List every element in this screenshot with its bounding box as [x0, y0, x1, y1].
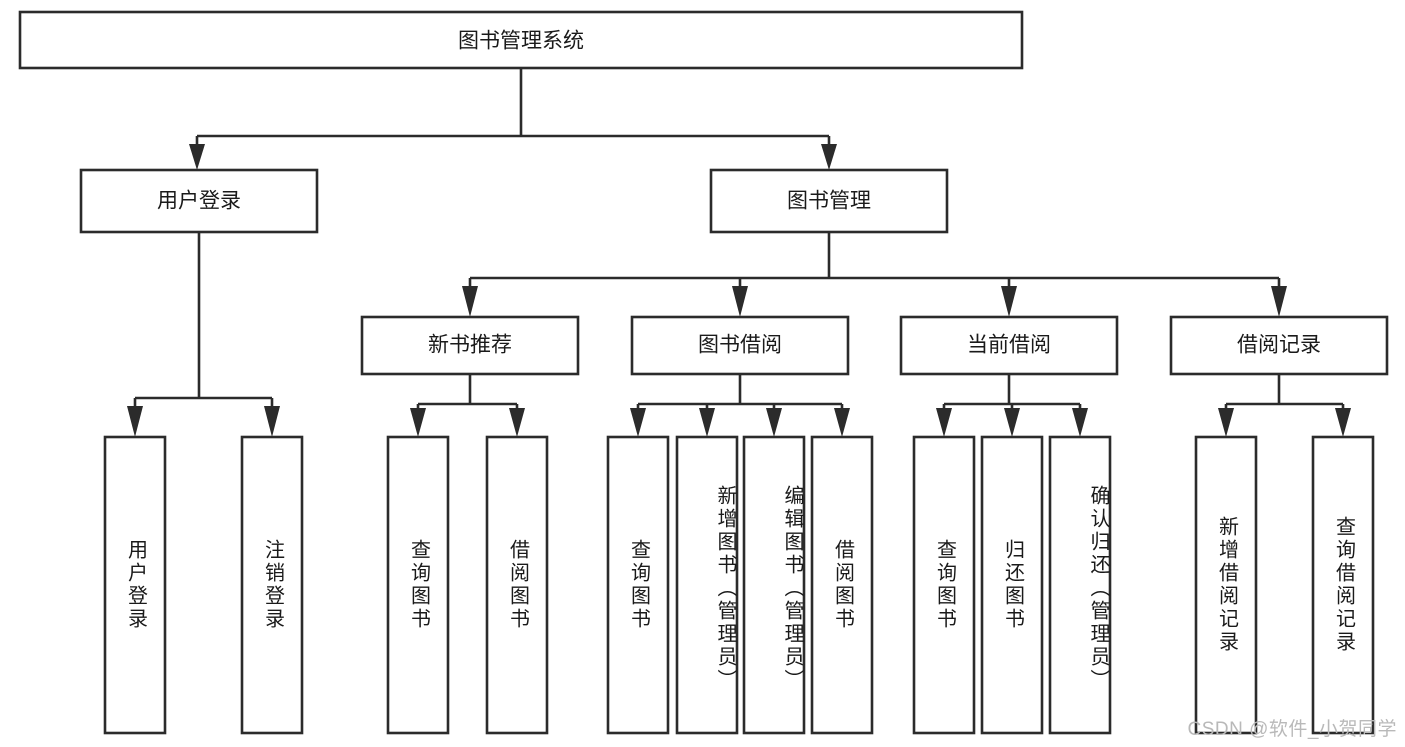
leaf-box-logout-login[interactable] [240, 435, 304, 735]
node-current-borrow-label: 当前借阅 [967, 334, 1051, 357]
connector-group-new-book-recommend-to-leaves [410, 374, 525, 437]
node-borrow-record-label: 借阅记录 [1237, 334, 1321, 357]
arrow-head-book-management [821, 144, 837, 170]
leaf-box-query-book-recommend[interactable] [386, 435, 450, 735]
connector-group-root-to-level1 [189, 68, 837, 170]
arrow-head-leaf-add-borrow-record [1218, 408, 1234, 437]
arrow-head-leaf-borrow-book-recommend [509, 408, 525, 437]
arrow-head-leaf-user-login [127, 406, 143, 437]
node-book-management-label: 图书管理 [787, 190, 871, 213]
leaf-box-confirm-return-admin[interactable] [1048, 435, 1112, 735]
node-user-login-label: 用户登录 [157, 190, 241, 213]
leaf-box-add-borrow-record[interactable] [1194, 435, 1258, 735]
arrow-head-leaf-borrow-book [834, 408, 850, 437]
node-book-borrow-label: 图书借阅 [698, 334, 782, 357]
node-borrow-record[interactable]: 借阅记录 [1169, 315, 1389, 376]
arrow-head-current-borrow [1001, 286, 1017, 317]
leaf-box-borrow-book-recommend[interactable] [485, 435, 549, 735]
node-current-borrow-box[interactable] [899, 315, 1119, 376]
node-root-label: 图书管理系统 [458, 30, 584, 53]
connector-group-book-borrow-to-leaves [630, 374, 850, 437]
node-book-management[interactable]: 图书管理 [709, 168, 949, 234]
leaf-box-query-book-borrow[interactable] [606, 435, 670, 735]
node-book-management-box[interactable] [709, 168, 949, 234]
arrow-head-new-book-recommend [462, 286, 478, 317]
node-new-book-recommend[interactable]: 新书推荐 [360, 315, 580, 376]
leaf-box-borrow-book[interactable] [810, 435, 874, 735]
node-borrow-record-box[interactable] [1169, 315, 1389, 376]
arrow-head-leaf-edit-book-admin [766, 408, 782, 437]
arrow-head-user-login [189, 144, 205, 170]
connector-group-current-borrow-to-leaves [936, 374, 1088, 437]
arrow-head-leaf-query-book-borrow [630, 408, 646, 437]
arrow-head-leaf-confirm-return-admin [1072, 408, 1088, 437]
node-book-borrow-box[interactable] [630, 315, 850, 376]
node-new-book-recommend-box[interactable] [360, 315, 580, 376]
node-root[interactable]: 图书管理系统 [18, 10, 1024, 70]
arrow-head-leaf-query-borrow-record [1335, 408, 1351, 437]
leaf-box-return-book[interactable] [980, 435, 1044, 735]
node-current-borrow[interactable]: 当前借阅 [899, 315, 1119, 376]
node-user-login[interactable]: 用户登录 [79, 168, 319, 234]
node-new-book-recommend-label: 新书推荐 [428, 334, 512, 357]
leaf-boxes-group [103, 435, 1375, 735]
leaf-box-query-borrow-record[interactable] [1311, 435, 1375, 735]
leaf-box-query-book-current[interactable] [912, 435, 976, 735]
arrow-head-leaf-logout-login [264, 406, 280, 437]
connector-group-book-management-to-level2 [462, 232, 1287, 317]
arrow-head-leaf-query-book-current [936, 408, 952, 437]
connector-group-borrow-record-to-leaves [1218, 374, 1351, 437]
node-book-borrow[interactable]: 图书借阅 [630, 315, 850, 376]
node-root-box[interactable] [18, 10, 1024, 70]
connector-group-user-login-to-leaves [127, 232, 280, 437]
arrow-head-borrow-record [1271, 286, 1287, 317]
leaf-box-user-login[interactable] [103, 435, 167, 735]
arrow-head-book-borrow [732, 286, 748, 317]
node-user-login-box[interactable] [79, 168, 319, 234]
arrow-head-leaf-add-book-admin [699, 408, 715, 437]
csdn-watermark: CSDN @软件_小贺同学 [1187, 719, 1397, 740]
leaf-box-add-book-admin[interactable] [675, 435, 739, 735]
leaf-box-edit-book-admin[interactable] [742, 435, 806, 735]
arrow-head-leaf-query-book-recommend [410, 408, 426, 437]
arrow-head-leaf-return-book [1004, 408, 1020, 437]
